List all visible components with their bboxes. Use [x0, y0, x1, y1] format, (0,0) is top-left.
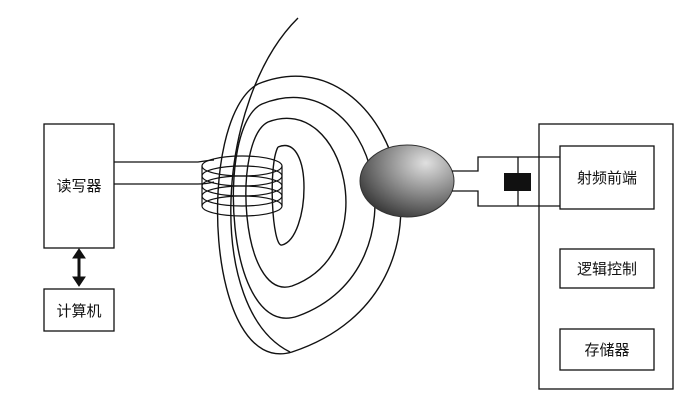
- double-arrow-icon: [72, 248, 86, 287]
- memory-box: 存储器: [559, 328, 655, 371]
- logic-control-label: 逻辑控制: [577, 260, 637, 278]
- reader-label: 读写器: [56, 177, 101, 195]
- tag-capacitor: [504, 173, 531, 191]
- computer-box: 计算机: [43, 288, 115, 332]
- memory-label: 存储器: [584, 341, 629, 359]
- logic-control-box: 逻辑控制: [559, 248, 655, 289]
- computer-label: 计算机: [56, 302, 101, 320]
- reader-cable: [114, 159, 215, 185]
- reader-box: 读写器: [43, 123, 115, 249]
- reader-antenna-coil: [201, 155, 283, 217]
- magnetic-field-lines: [216, 17, 402, 355]
- rf-front-end-box: 射频前端: [559, 145, 655, 210]
- tag-container: [538, 123, 674, 390]
- tag-leads: [452, 156, 566, 207]
- tag-chip: [359, 144, 455, 218]
- rf-front-end-label: 射频前端: [577, 169, 637, 187]
